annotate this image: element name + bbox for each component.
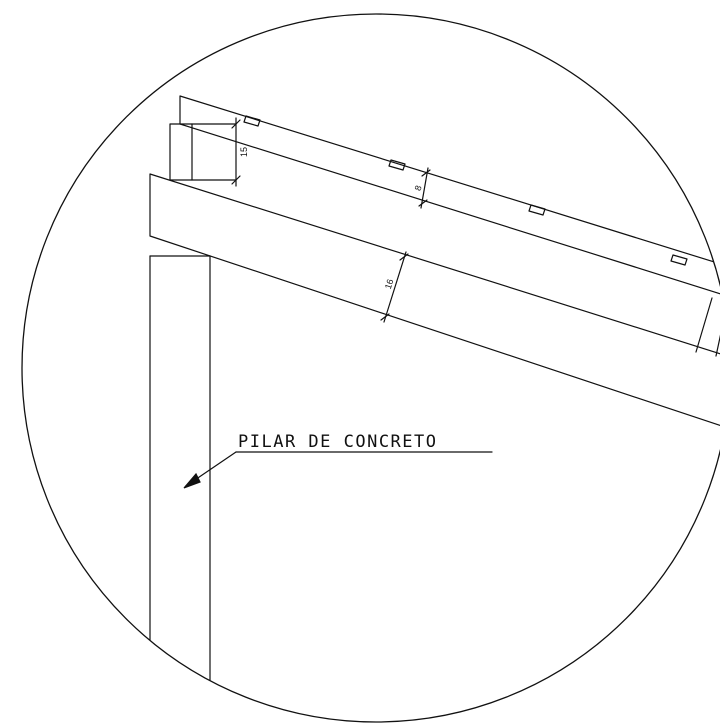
pillar-label: PILAR DE CONCRETO: [238, 432, 438, 452]
dim-8-tick-top: [421, 169, 431, 177]
tile-batten-3: [528, 204, 546, 216]
tile-batten-4: [670, 254, 688, 266]
upper-rafter: [179, 95, 720, 301]
dim-15-tick-bottom: [231, 175, 241, 185]
spacer-block: [169, 123, 193, 181]
detail-circle: [21, 13, 720, 723]
dim-8-line: [420, 167, 429, 209]
dim-16-tick-top: [399, 253, 409, 261]
main-beam: [149, 173, 720, 433]
end-block-right: [715, 299, 720, 357]
leader-arrowhead: [183, 472, 201, 489]
tile-batten-1: [243, 115, 261, 127]
end-block-left: [695, 297, 713, 353]
dim-16-tick-bottom: [380, 313, 390, 321]
dim-8-tick-bottom: [418, 199, 428, 207]
dim-16-text: 16: [383, 278, 396, 291]
dim-15-tick-top: [231, 119, 241, 129]
dim-15-text: 15: [239, 147, 249, 157]
dim-16-line: [383, 251, 407, 323]
dim-8-text: 8: [413, 184, 424, 192]
tile-batten-2: [388, 159, 406, 171]
